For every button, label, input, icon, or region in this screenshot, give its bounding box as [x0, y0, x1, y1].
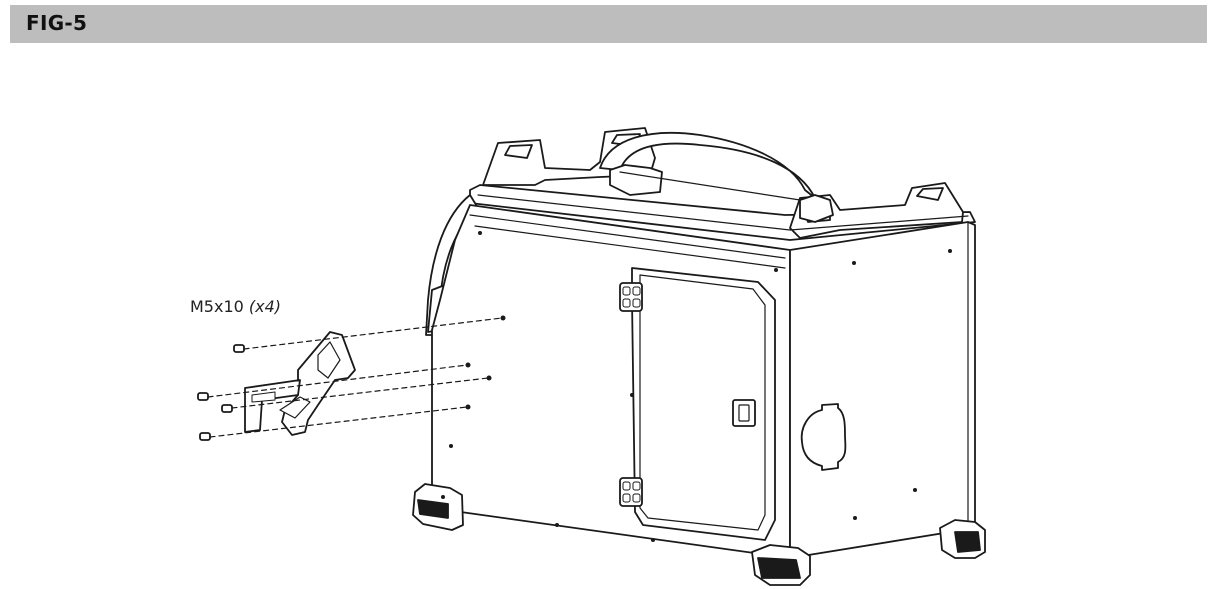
- figure-header-bar: FIG-5: [10, 5, 1207, 43]
- figure-title: FIG-5: [26, 11, 88, 35]
- side-bracket: [244, 331, 356, 436]
- foot-rear-left: [412, 483, 464, 531]
- foot-front-right: [939, 519, 986, 559]
- screw-callout: M5x10 (x4): [190, 297, 281, 316]
- screw-quantity: (x4): [248, 297, 282, 316]
- foot-front-left: [751, 544, 811, 586]
- alignment-lines: [207, 317, 503, 438]
- screw-spec: M5x10: [190, 297, 244, 316]
- carry-handle: [599, 132, 834, 223]
- mounting-holes: [441, 231, 952, 542]
- front-cutout: [800, 403, 847, 471]
- screws: [197, 344, 245, 441]
- access-door: [619, 267, 776, 541]
- front-panel: [789, 221, 976, 559]
